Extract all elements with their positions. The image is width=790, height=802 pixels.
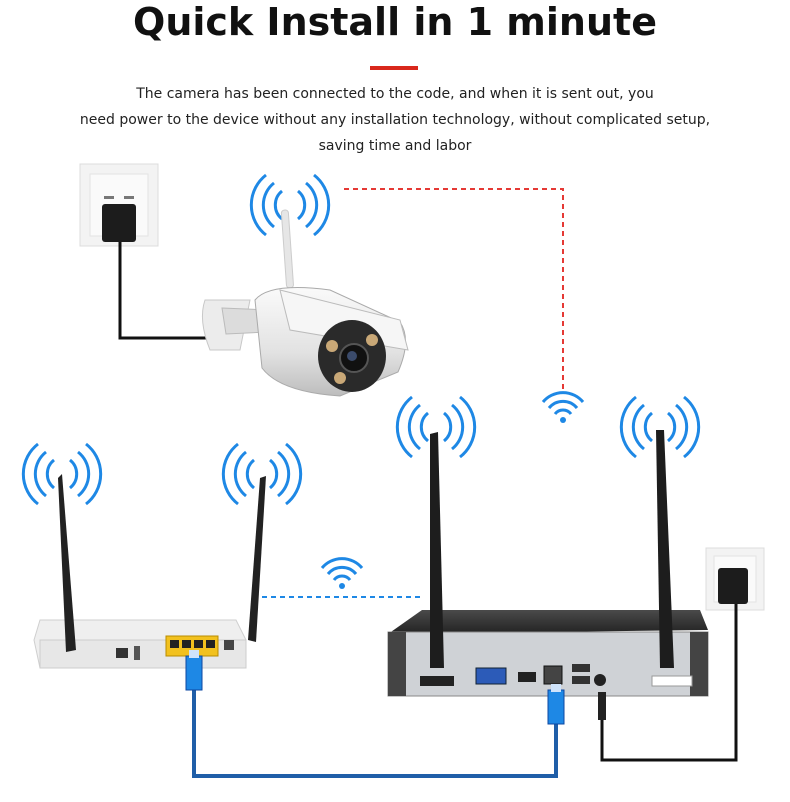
power-adapter-icon	[102, 204, 136, 242]
wifi-signal-icon	[543, 393, 583, 423]
power-adapter-icon	[718, 568, 748, 604]
camera-icon	[202, 210, 408, 396]
power-plug-icon	[598, 692, 606, 720]
wifi-signal-icon	[322, 559, 362, 589]
router-icon	[34, 474, 266, 668]
camera-power-cable	[120, 242, 212, 338]
rj45-plug-icon	[186, 650, 202, 690]
wifi-signal-icon	[251, 175, 328, 235]
rj45-plug-icon	[548, 684, 564, 724]
nvr-icon	[388, 430, 708, 696]
ethernet-cable	[194, 690, 556, 776]
